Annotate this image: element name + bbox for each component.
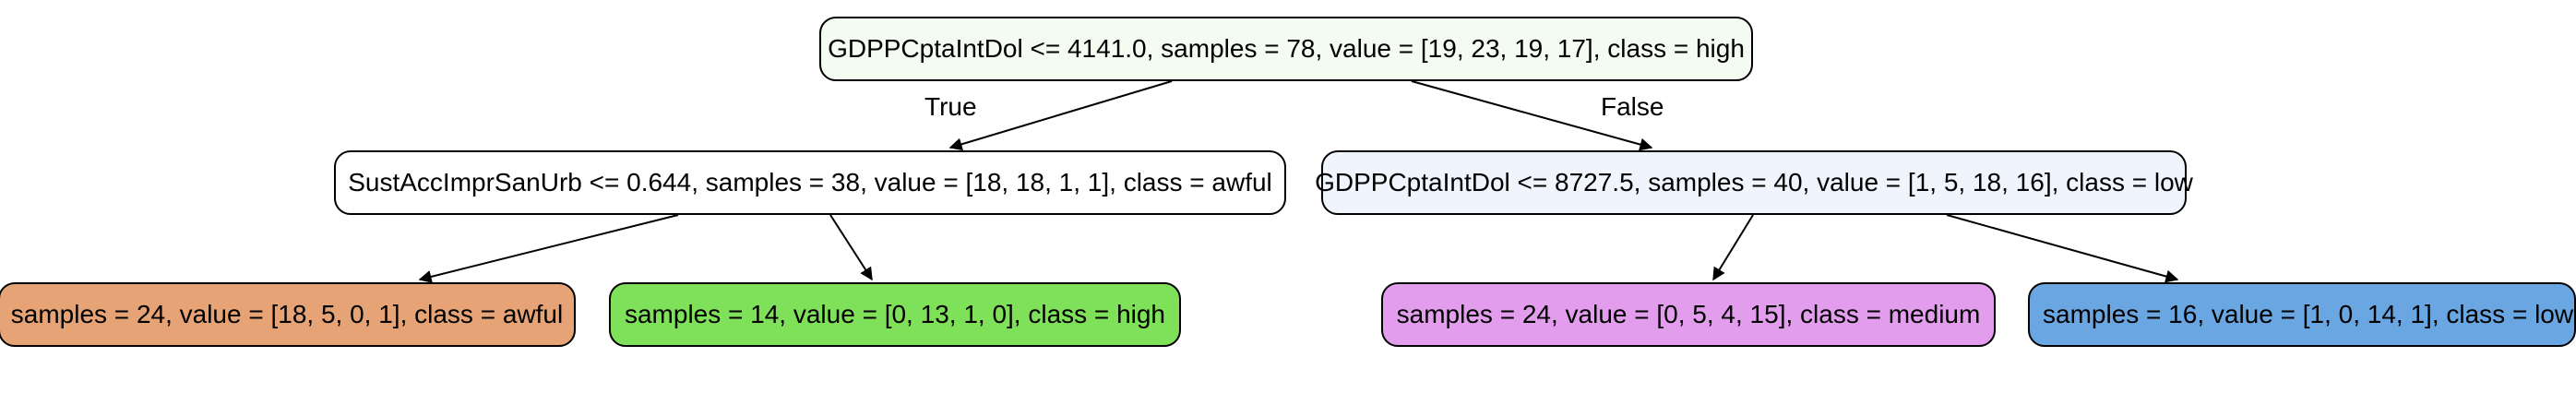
edge-root-to-right bbox=[1411, 80, 1653, 151]
edge-left-to-high bbox=[829, 214, 873, 281]
tree-leaf-high: samples = 14, value = [0, 13, 1, 0], cla… bbox=[609, 282, 1181, 347]
tree-leaf-awful: samples = 24, value = [18, 5, 0, 1], cla… bbox=[0, 282, 576, 347]
edge-label-true: True bbox=[924, 92, 977, 121]
edge-left-to-awful bbox=[418, 214, 679, 283]
edge-label-false: False bbox=[1601, 92, 1664, 121]
edge-right-to-low bbox=[1946, 214, 2179, 283]
tree-node-right: GDPPCptaIntDol <= 8727.5, samples = 40, … bbox=[1315, 150, 2193, 215]
tree-node-left: SustAccImprSanUrb <= 0.644, samples = 38… bbox=[334, 150, 1286, 215]
tree-root-node: GDPPCptaIntDol <= 4141.0, samples = 78, … bbox=[819, 17, 1753, 81]
edge-right-to-medium bbox=[1712, 214, 1754, 281]
tree-leaf-low: samples = 16, value = [1, 0, 14, 1], cla… bbox=[2028, 282, 2576, 347]
edge-root-to-left bbox=[948, 80, 1173, 151]
tree-leaf-medium: samples = 24, value = [0, 5, 4, 15], cla… bbox=[1381, 282, 1996, 347]
